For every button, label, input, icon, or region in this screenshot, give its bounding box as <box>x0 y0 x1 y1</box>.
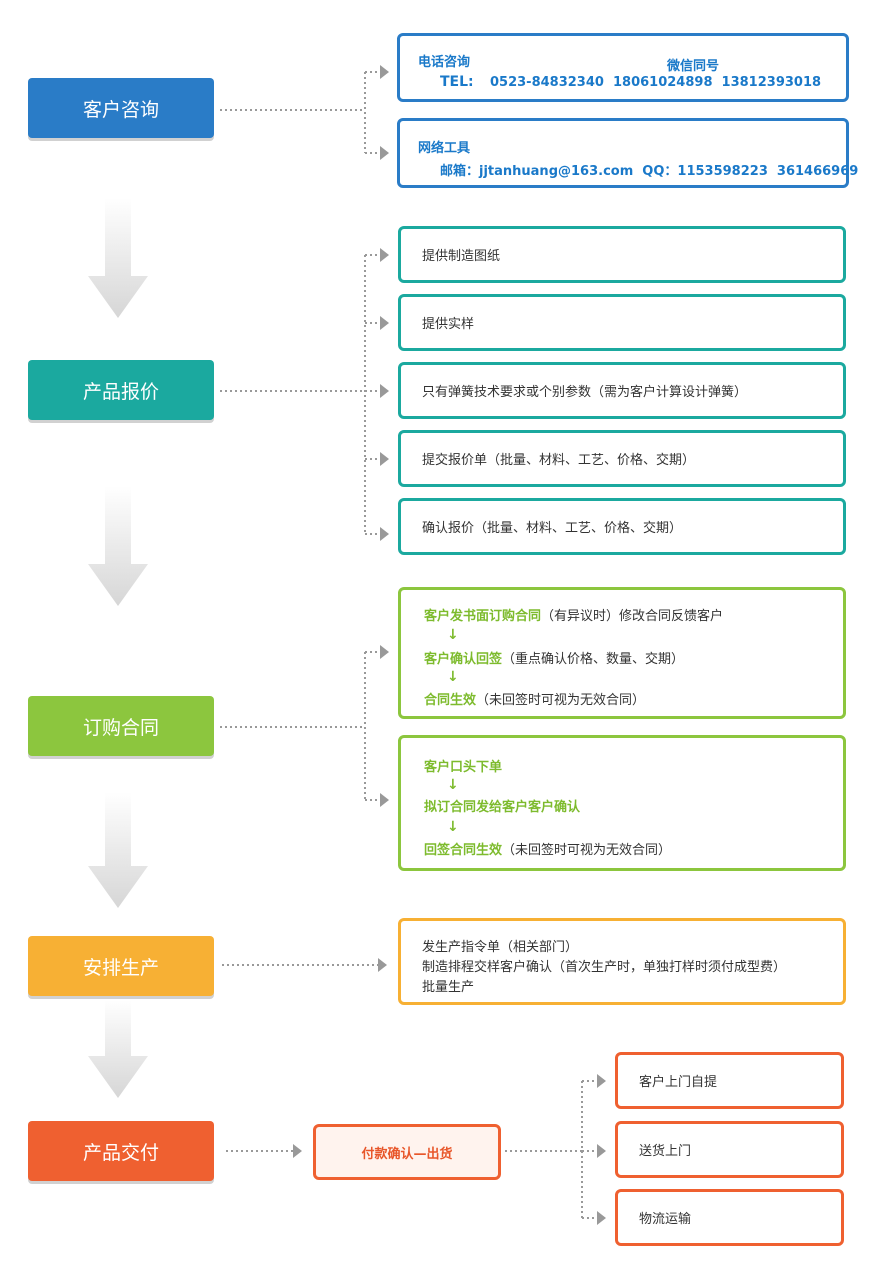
arrowhead-icon <box>378 958 387 972</box>
delivery-option: 物流运输 <box>615 1189 844 1246</box>
online-title: 网络工具 <box>418 141 471 156</box>
delivery-option: 送货上门 <box>615 1121 844 1178</box>
phone-title: 电话咨询 <box>418 55 471 70</box>
arrowhead-icon <box>597 1211 606 1225</box>
contract-line: 合同生效（未回签时可视为无效合同） <box>424 693 646 708</box>
step-customer-consult: 客户咨询 <box>28 78 214 138</box>
down-arrow-icon: ↓ <box>447 777 459 793</box>
consult-phone-box: 电话咨询 微信同号 TEL: 0523-84832340 18061024898… <box>397 33 849 102</box>
arrowhead-icon <box>293 1144 302 1158</box>
quote-item: 提供制造图纸 <box>398 226 846 283</box>
contract-written-box: 客户发书面订购合同（有异议时）修改合同反馈客户 ↓ 客户确认回签（重点确认价格、… <box>398 587 846 719</box>
arrowhead-icon <box>380 452 389 466</box>
down-arrow-icon: ↓ <box>447 819 459 835</box>
delivery-option-text: 物流运输 <box>639 1212 692 1227</box>
arrowhead-icon <box>380 645 389 659</box>
flow-down-arrow-icon <box>88 486 148 606</box>
step-label: 安排生产 <box>82 956 159 979</box>
arrowhead-icon <box>380 527 389 541</box>
arrowhead-icon <box>597 1074 606 1088</box>
step-label: 产品交付 <box>82 1141 159 1164</box>
contract-line: 客户口头下单 <box>424 760 503 775</box>
contract-line: 拟订合同发给客户客户确认 <box>424 800 581 815</box>
down-arrow-icon: ↓ <box>447 669 459 685</box>
production-line: 制造排程交样客户确认（首次生产时，单独打样时须付成型费） <box>422 960 787 975</box>
quote-item: 提交报价单（批量、材料、工艺、价格、交期） <box>398 430 846 487</box>
arrowhead-icon <box>380 316 389 330</box>
contract-verbal-box: 客户口头下单 ↓ 拟订合同发给客户客户确认 ↓ 回签合同生效（未回签时可视为无效… <box>398 735 846 871</box>
consult-online-box: 网络工具 邮箱：jjtanhuang@163.com QQ：1153598223… <box>397 118 858 188</box>
step-product-delivery: 产品交付 <box>28 1121 214 1181</box>
step-label: 客户咨询 <box>82 98 159 121</box>
quote-item-text: 确认报价（批量、材料、工艺、价格、交期） <box>422 521 683 536</box>
delivery-option: 客户上门自提 <box>615 1052 844 1109</box>
quote-item-text: 提交报价单（批量、材料、工艺、价格、交期） <box>422 453 696 468</box>
payment-box: 付款确认—出货 <box>313 1124 501 1180</box>
production-box: 发生产指令单（相关部门） 制造排程交样客户确认（首次生产时，单独打样时须付成型费… <box>398 918 846 1005</box>
email-qq-line: 邮箱：jjtanhuang@163.com QQ：1153598223 3614… <box>440 164 859 179</box>
delivery-option-text: 送货上门 <box>639 1144 692 1159</box>
arrowhead-icon <box>597 1144 606 1158</box>
delivery-option-text: 客户上门自提 <box>639 1075 718 1090</box>
contract-line: 客户确认回签（重点确认价格、数量、交期） <box>424 652 685 667</box>
contract-line: 回签合同生效（未回签时可视为无效合同） <box>424 843 672 858</box>
flow-down-arrow-icon <box>88 1000 148 1098</box>
quote-item: 确认报价（批量、材料、工艺、价格、交期） <box>398 498 846 555</box>
quote-item-text: 只有弹簧技术要求或个别参数（需为客户计算设计弹簧） <box>422 385 748 400</box>
quote-item-text: 提供制造图纸 <box>422 249 501 264</box>
wechat-note: 微信同号 <box>667 59 720 74</box>
arrowhead-icon <box>380 65 389 79</box>
step-purchase-contract: 订购合同 <box>28 696 214 756</box>
arrowhead-icon <box>380 248 389 262</box>
arrowhead-icon <box>380 793 389 807</box>
step-label: 产品报价 <box>82 380 159 403</box>
quote-item-text: 提供实样 <box>422 317 475 332</box>
arrowhead-icon <box>380 384 389 398</box>
production-line: 批量生产 <box>422 980 475 995</box>
flow-down-arrow-icon <box>88 198 148 318</box>
arrowhead-icon <box>380 146 389 160</box>
down-arrow-icon: ↓ <box>447 627 459 643</box>
payment-text: 付款确认—出货 <box>361 1146 453 1162</box>
quote-item: 提供实样 <box>398 294 846 351</box>
quote-item: 只有弹簧技术要求或个别参数（需为客户计算设计弹簧） <box>398 362 846 419</box>
production-line: 发生产指令单（相关部门） <box>422 940 579 955</box>
contract-line: 客户发书面订购合同（有异议时）修改合同反馈客户 <box>424 609 724 624</box>
step-arrange-production: 安排生产 <box>28 936 214 996</box>
step-product-quote: 产品报价 <box>28 360 214 420</box>
tel-label: TEL: <box>440 74 474 90</box>
step-label: 订购合同 <box>82 716 159 739</box>
tel-numbers: 0523-84832340 18061024898 13812393018 <box>490 75 822 90</box>
flow-down-arrow-icon <box>88 792 148 908</box>
